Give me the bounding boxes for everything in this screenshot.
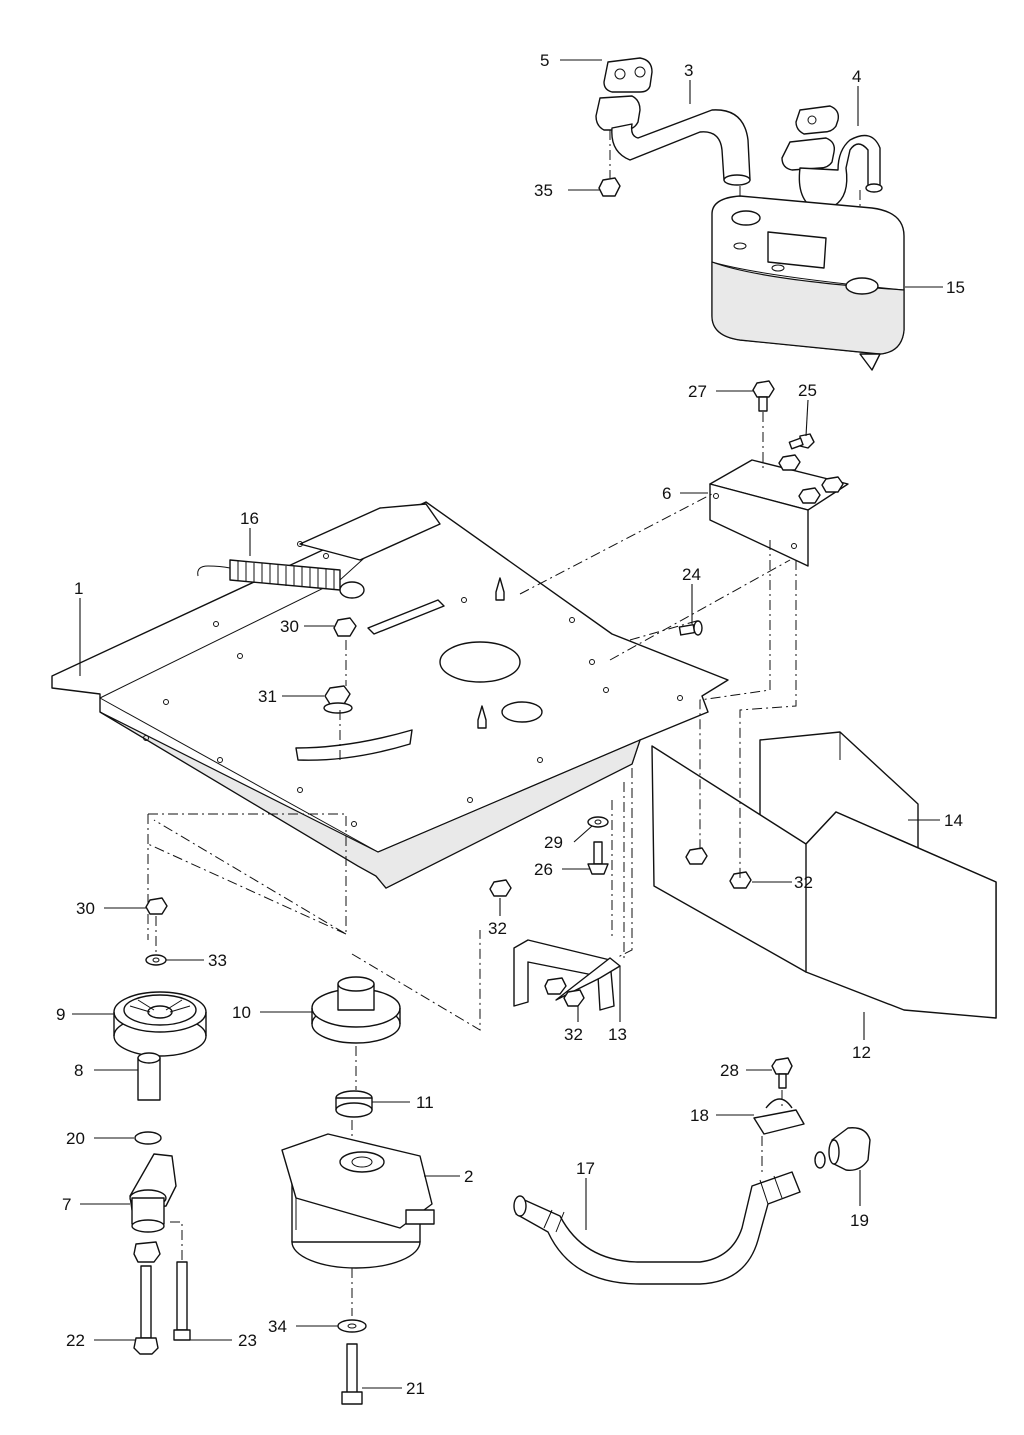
exhaust-pipe-3 (595, 95, 751, 186)
bearing-11 (335, 1090, 373, 1118)
exhaust-tube-17 (513, 1171, 801, 1285)
callout-35: 35 (534, 181, 553, 200)
callout-labels: 5 3 4 35 15 27 25 6 24 16 1 30 31 14 29 … (56, 51, 965, 1398)
bolt-21 (341, 1343, 363, 1405)
exhaust-pipe-4 (781, 105, 883, 211)
callout-21: 21 (406, 1379, 425, 1398)
nut-32-plate (489, 879, 512, 897)
callout-32-shield: 32 (794, 873, 813, 892)
clamp-18 (753, 1098, 805, 1135)
callout-26: 26 (534, 860, 553, 879)
callout-30-top: 30 (280, 617, 299, 636)
callout-14: 14 (944, 811, 963, 830)
heat-shield-12 (651, 745, 997, 1019)
engine-plate-1 (51, 501, 729, 889)
callout-22: 22 (66, 1331, 85, 1350)
spring-16 (197, 559, 365, 599)
callout-11: 11 (416, 1093, 434, 1112)
nut-32-shield-b (729, 871, 752, 889)
exhaust-elbow-19 (828, 1127, 871, 1171)
callout-23: 23 (238, 1331, 257, 1350)
pulley-10 (311, 976, 401, 1044)
bolt-22 (133, 1265, 159, 1355)
callout-10: 10 (232, 1003, 251, 1022)
washer-29 (587, 816, 609, 828)
callout-13: 13 (608, 1025, 627, 1044)
callout-3: 3 (684, 61, 693, 80)
callout-15: 15 (946, 278, 965, 297)
hex-nut-35 (598, 177, 621, 197)
spacer-8 (137, 1052, 161, 1101)
nut-31 (323, 685, 353, 714)
callout-7: 7 (62, 1195, 71, 1214)
callout-25: 25 (798, 381, 817, 400)
bracket-13 (513, 939, 621, 1011)
bolt-23 (173, 1261, 191, 1341)
bolt-28 (771, 1057, 793, 1089)
callout-31: 31 (258, 687, 277, 706)
leader-lines (72, 59, 943, 1389)
exhaust-gasket-5 (603, 57, 653, 93)
muffler-15 (711, 195, 905, 371)
callout-28: 28 (720, 1061, 739, 1080)
callout-18: 18 (690, 1106, 709, 1125)
callout-2: 2 (464, 1167, 473, 1186)
callout-9: 9 (56, 1005, 65, 1024)
idler-pulley-9 (113, 991, 207, 1057)
callout-32-plate: 32 (488, 919, 507, 938)
callout-8: 8 (74, 1061, 83, 1080)
bolt-25 (788, 433, 815, 450)
callout-5: 5 (540, 51, 549, 70)
callout-24: 24 (682, 565, 701, 584)
nut-flange-idler (133, 1241, 161, 1263)
callout-16: 16 (240, 509, 259, 528)
idler-arm-7 (129, 1153, 177, 1233)
callout-30-idler: 30 (76, 899, 95, 918)
electric-clutch-2 (281, 1133, 435, 1269)
callout-34: 34 (268, 1317, 287, 1336)
nut-30-idler (145, 897, 168, 915)
nut-30-top (333, 617, 357, 637)
gasket-ring-19 (814, 1151, 826, 1169)
callout-20: 20 (66, 1129, 85, 1148)
bolt-27 (752, 380, 775, 412)
washer-20 (134, 1131, 162, 1145)
callout-12: 12 (852, 1043, 871, 1062)
bolt-24 (678, 620, 703, 636)
callout-4: 4 (852, 67, 861, 86)
muffler-bracket-6 (709, 454, 849, 567)
callout-32-bracket: 32 (564, 1025, 583, 1044)
callout-6: 6 (662, 484, 671, 503)
callout-27: 27 (688, 382, 707, 401)
callout-1: 1 (74, 579, 83, 598)
callout-29: 29 (544, 833, 563, 852)
callout-17: 17 (576, 1159, 595, 1178)
washer-33 (145, 954, 167, 966)
nut-32-shield-a (685, 847, 708, 865)
callout-33: 33 (208, 951, 227, 970)
bolt-26 (587, 841, 609, 875)
callout-19: 19 (850, 1211, 869, 1230)
washer-34 (337, 1319, 367, 1333)
